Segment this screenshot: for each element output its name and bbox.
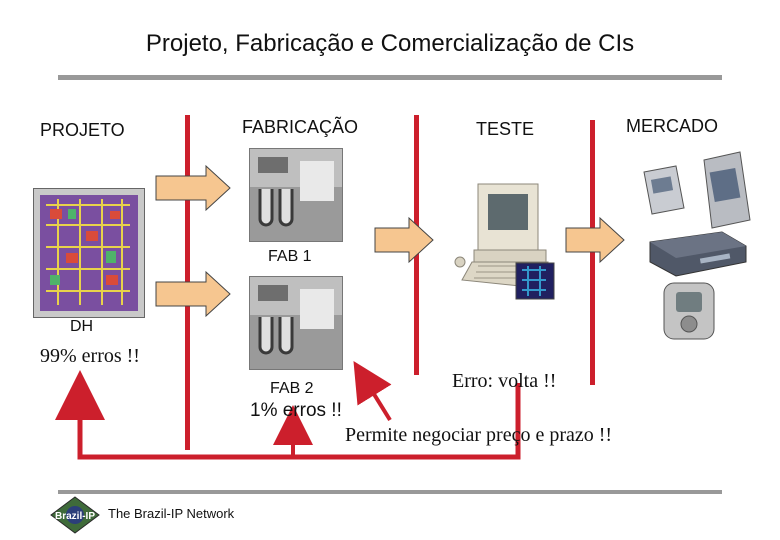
- erro-volta-arrow: [353, 360, 392, 422]
- stage-mercado: MERCADO: [626, 116, 719, 136]
- block-arrow-4: [565, 216, 625, 264]
- erro-volta-label: Erro: volta !!: [452, 370, 557, 392]
- fab2-cross-section-image: [249, 276, 343, 370]
- chip-layout-image: [33, 188, 145, 318]
- block-arrow-1: [155, 164, 231, 212]
- fab1-label: FAB 1: [268, 248, 312, 265]
- block-arrow-3: [374, 216, 434, 264]
- footer-network-text: The Brazil-IP Network: [108, 506, 235, 521]
- stage-projeto: PROJETO: [40, 120, 125, 140]
- bottom-rule: [58, 490, 722, 494]
- feedback-loop-line: [55, 370, 521, 460]
- negociar-label: Permite negociar preço e prazo !!: [345, 424, 613, 446]
- stage-fabricacao: FABRICAÇÃO: [242, 117, 359, 137]
- brazil-ip-logo: Brazil-IP: [50, 496, 100, 534]
- slide-title: Projeto, Fabricação e Comercialização de…: [145, 30, 635, 57]
- block-arrow-2: [155, 270, 231, 318]
- dh-label: DH: [70, 318, 94, 335]
- stage-teste: TESTE: [476, 119, 535, 139]
- errors-1-label: 1% erros !!: [250, 400, 342, 421]
- top-rule: [58, 75, 722, 80]
- fab2-label: FAB 2: [270, 380, 314, 397]
- logo-text: Brazil-IP: [55, 511, 95, 522]
- fab1-cross-section-image: [249, 148, 343, 242]
- errors-99-label: 99% erros !!: [40, 345, 140, 367]
